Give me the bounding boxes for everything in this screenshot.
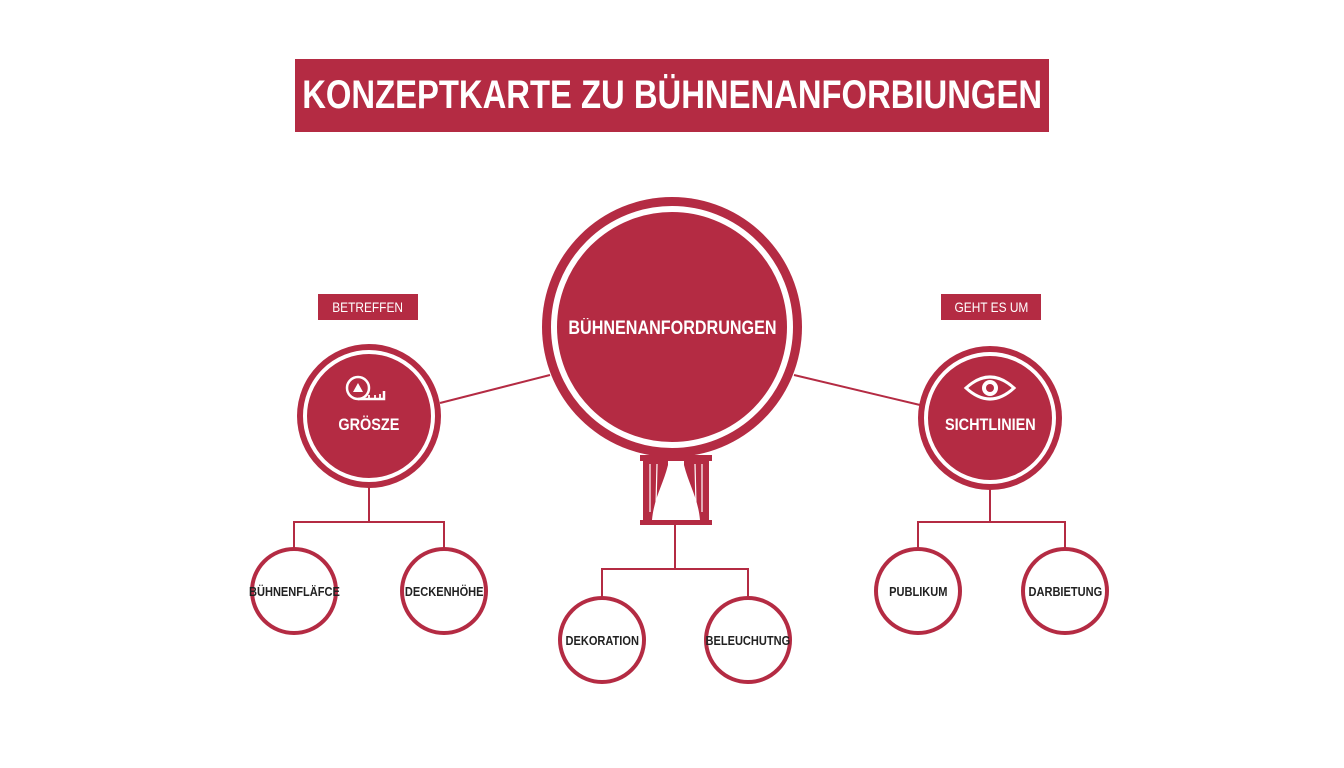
connector-left-a [293, 486, 370, 548]
connector-right-b [990, 521, 1066, 548]
connector-bottom-b [675, 568, 749, 597]
sightlines-node [918, 346, 1062, 490]
leaf-label-stage-area: BÜHNENFLÄFCE [248, 583, 340, 599]
curtain-icon [640, 455, 712, 525]
leaf-circle-audience [874, 547, 962, 635]
page-title: KONZEPTKARTE ZU BÜHNENANFORBIUNGEN [302, 73, 1042, 117]
leaf-circle-ceiling-height [400, 547, 488, 635]
connector-left-b [369, 521, 445, 548]
size-node-label: GRÖSZE [338, 415, 400, 434]
tape-measure-icon [345, 375, 386, 401]
leaf-circle-stage-area [250, 547, 338, 635]
leaf-label-lighting: BELEUCHUTNG [705, 632, 791, 648]
connector-center-right [793, 374, 921, 406]
leaf-label-ceiling-height: DECKENHÖHE [404, 583, 484, 599]
title-banner: KONZEPTKARTE ZU BÜHNENANFORBIUNGEN [295, 59, 1049, 132]
leaf-circle-lighting [704, 596, 792, 684]
leaf-label-performance: DARBIETUNG [1028, 583, 1102, 599]
leaf-circle-performance [1021, 547, 1109, 635]
connectors [293, 374, 1066, 597]
eye-icon [963, 375, 1017, 401]
sightlines-node-label: SICHTLINIEN [944, 415, 1036, 434]
leaf-circles [250, 547, 1109, 684]
connector-right-a [917, 488, 991, 548]
leaf-circle-decoration [558, 596, 646, 684]
leaf-label-decoration: DEKORATION [565, 632, 639, 648]
leaf-label-audience: PUBLIKUM [888, 583, 948, 599]
relation-tag-left: BETREFFEN [318, 294, 418, 320]
connector-center-left [439, 374, 551, 404]
center-node [542, 197, 802, 457]
center-node-label: BÜHNENANFORDRUNGEN [567, 318, 777, 339]
connector-bottom-a [601, 525, 676, 597]
size-node [297, 344, 441, 488]
relation-tag-right: GEHT ES UM [941, 294, 1041, 320]
